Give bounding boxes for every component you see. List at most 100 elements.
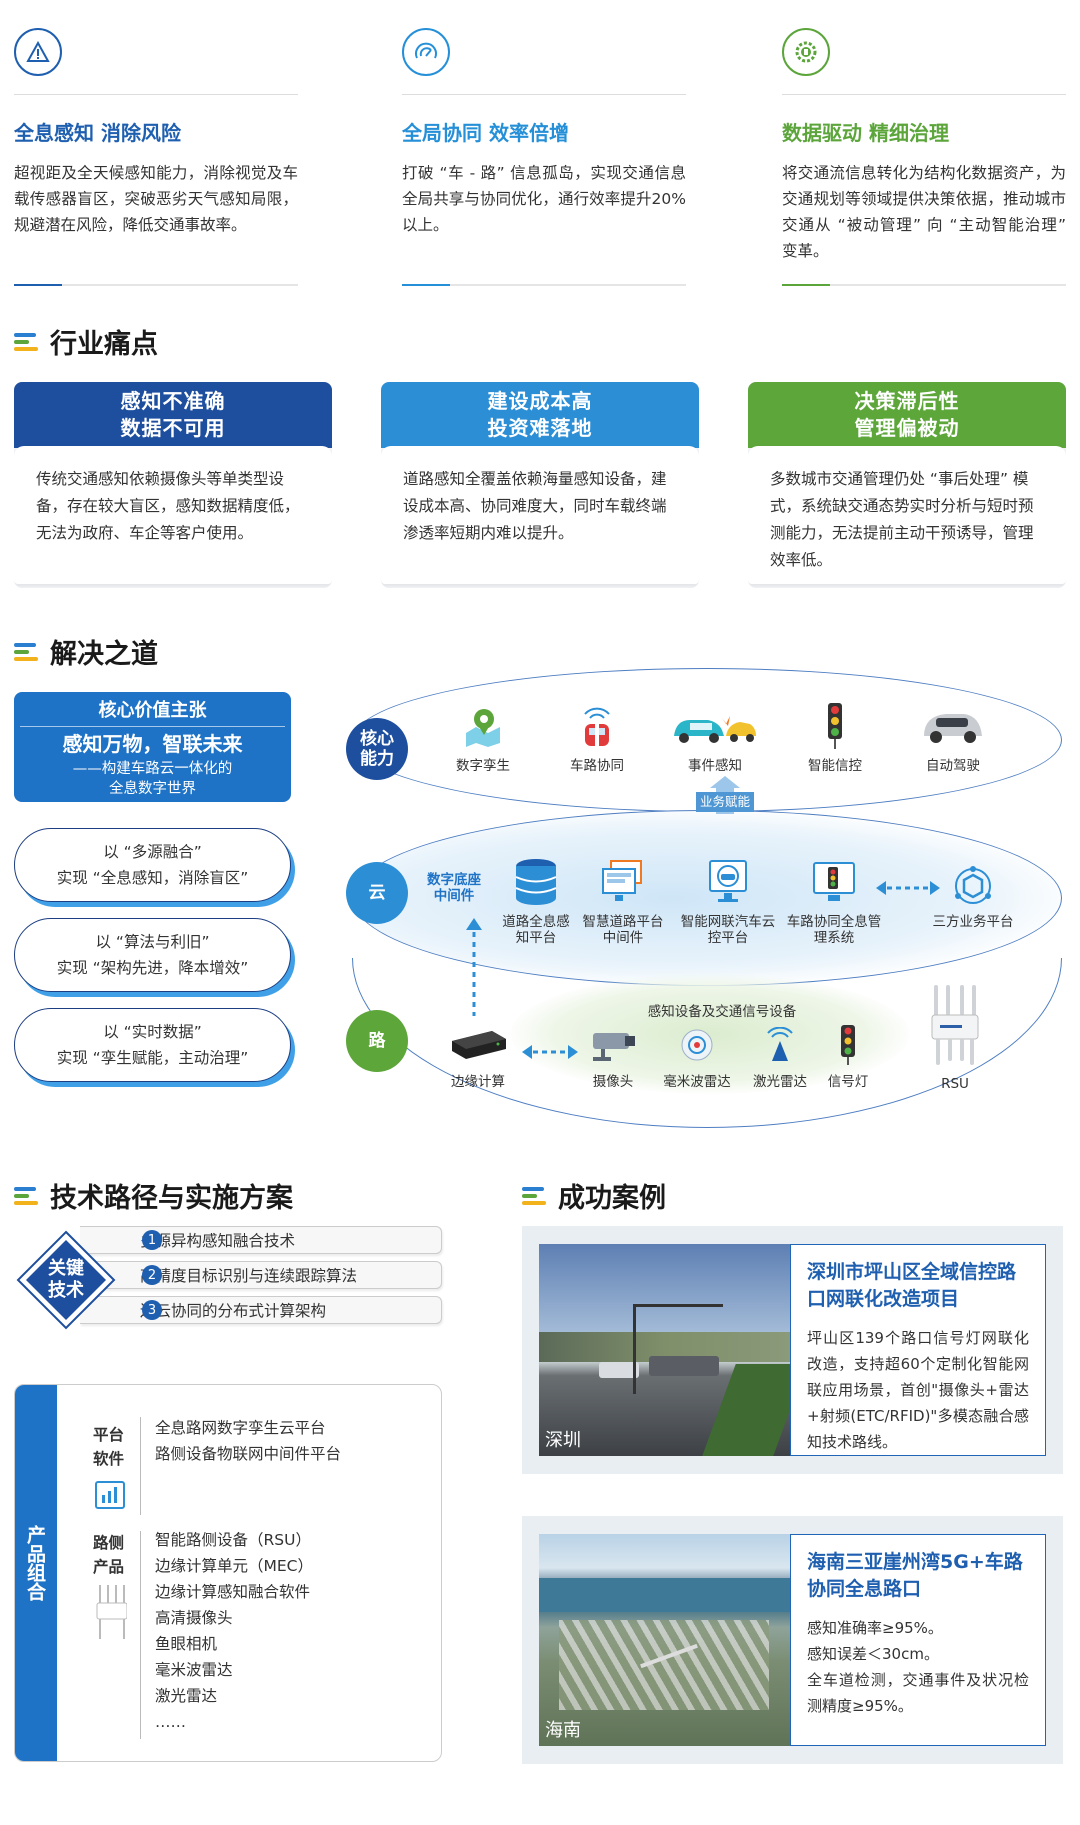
core-item-digital-twin: 数字孪生 xyxy=(448,700,518,774)
chart-icon xyxy=(95,1481,125,1509)
pain-title: 数据不可用 xyxy=(120,416,226,440)
core-circle: 核心能力 xyxy=(346,718,408,780)
case-location-label: 海南 xyxy=(545,1720,581,1741)
road-product-item: 边缘计算感知融合软件 xyxy=(155,1583,311,1601)
road-products-label: 路侧产品 xyxy=(93,1534,125,1576)
traffic-light-icon xyxy=(800,700,870,752)
map-pin-icon xyxy=(448,700,518,752)
road-product-item: 激光雷达 xyxy=(155,1687,218,1705)
road-item-traffic-light: 信号灯 xyxy=(818,1022,878,1090)
road-item-camera: 摄像头 xyxy=(580,1022,646,1090)
section-mark-icon xyxy=(522,1185,548,1207)
case-card: 海南 海南三亚崖州湾5G+车路协同全息路口 感知准确率≥95%。感知误差＜30c… xyxy=(522,1516,1063,1764)
case-body: 感知准确率≥95%。感知误差＜30cm。全车道检测，交通事件及状况检测精度≥95… xyxy=(807,1619,1029,1715)
cloud-ellipse xyxy=(352,810,1062,986)
case-info: 深圳市坪山区全域信控路口网联化改造项目 坪山区139个路口信号灯网联化改造，支持… xyxy=(790,1244,1046,1456)
rsu-small-icon xyxy=(95,1585,128,1645)
cloud-item-middleware: 智慧道路平台中间件 xyxy=(578,856,668,946)
feature-risk: 全息感知 消除风险 超视距及全天候感知能力，消除视觉及车载传感器盲区，突破恶劣天… xyxy=(14,28,298,286)
signal-monitor-icon xyxy=(784,856,884,908)
feature-body: 将交通流信息转化为结构化数据资产，为交通规划等领域提供决策依据，推动城市交通从 … xyxy=(782,164,1066,260)
case-photo-hainan: 海南 xyxy=(539,1534,790,1746)
product-side-label: 产品组合 xyxy=(24,1525,46,1601)
cloud-circle: 云 xyxy=(346,862,408,924)
pain-title: 建设成本高 xyxy=(487,389,593,413)
pill-item: 以 “算法与利旧”实现 “架构先进，降本增效” xyxy=(14,918,291,992)
empower-arrow: 业务赋能 xyxy=(680,776,770,814)
road-item-mmwave: 毫米波雷达 xyxy=(652,1022,742,1090)
section-title-pain: 行业痛点 xyxy=(14,322,158,361)
pain-card: 建设成本高投资难落地 道路感知全覆盖依赖海量感知设备，建设成本高、协同难度大，同… xyxy=(381,382,699,588)
value-sub: 全息数字世界 xyxy=(109,781,196,797)
feature-title: 数据驱动 精细治理 xyxy=(782,121,949,145)
feature-efficiency: 全局协同 效率倍增 打破 “车 - 路” 信息孤岛，实现交通信息全局共享与协同优… xyxy=(402,28,686,286)
pill-item: 以 “实时数据”实现 “孪生赋能，主动治理” xyxy=(14,1008,291,1082)
pain-title: 管理偏被动 xyxy=(854,416,960,440)
edge-box-icon xyxy=(438,1022,518,1068)
platform-item: 全息路网数字孪生云平台 xyxy=(155,1419,326,1437)
pain-body: 多数城市交通管理仍处 “事后处理” 模式，系统缺交通态势实时分析与短时预测能力，… xyxy=(748,446,1066,584)
car-screen-icon xyxy=(678,856,778,908)
road-item-lidar: 激光雷达 xyxy=(742,1022,818,1090)
speedometer-icon xyxy=(402,28,450,76)
camera-icon xyxy=(580,1022,646,1068)
value-main: 感知万物，智联未来 xyxy=(62,732,243,756)
monitor-icon xyxy=(578,856,668,908)
case-info: 海南三亚崖州湾5G+车路协同全息路口 感知准确率≥95%。感知误差＜30cm。全… xyxy=(790,1534,1046,1746)
autonomous-car-icon xyxy=(918,700,988,752)
case-photo-shenzhen: 深圳 xyxy=(539,1244,790,1456)
hexagon-network-icon xyxy=(928,864,1018,908)
horizontal-dash-arrow xyxy=(522,1044,578,1059)
value-head: 核心价值主张 xyxy=(98,700,207,721)
cloud-item-v2x-mgmt: 车路协同全息管理系统 xyxy=(784,856,884,946)
horizontal-dash-arrow xyxy=(876,880,940,895)
traffic-light-icon xyxy=(818,1022,878,1068)
case-location-label: 深圳 xyxy=(545,1430,581,1451)
pain-body: 道路感知全覆盖依赖海量感知设备，建设成本高、协同难度大，同时车载终端渗透率短期内… xyxy=(381,446,699,584)
empower-label: 业务赋能 xyxy=(699,794,750,809)
road-item-edge: 边缘计算 xyxy=(438,1022,518,1090)
road-product-item: 鱼眼相机 xyxy=(155,1635,218,1653)
pill-item: 以 “多源融合”实现 “全息感知，消除盲区” xyxy=(14,828,291,902)
cloud-item-cloud-control: 智能网联汽车云控平台 xyxy=(678,856,778,946)
core-item-signal: 智能信控 xyxy=(800,700,870,774)
platform-label: 平台软件 xyxy=(93,1426,125,1468)
data-gear-icon xyxy=(782,28,830,76)
pain-card: 感知不准确数据不可用 传统交通感知依赖摄像头等单类型设备，存在较大盲区，感知数据… xyxy=(14,382,332,588)
core-item-event: 事件感知 xyxy=(670,700,760,774)
section-mark-icon xyxy=(14,641,40,663)
product-panel: 产品组合 平台软件 全息路网数字孪生云平台 路侧设备物联网中间件平台 路侧产品 … xyxy=(14,1384,442,1762)
section-mark-icon xyxy=(14,331,40,353)
cloud-item-third-party: 三方业务平台 xyxy=(928,864,1018,930)
feature-title: 全局协同 效率倍增 xyxy=(402,121,569,145)
pain-title: 感知不准确 xyxy=(120,389,226,413)
road-product-item: 边缘计算单元（MEC） xyxy=(155,1557,313,1575)
pain-card: 决策滞后性管理偏被动 多数城市交通管理仍处 “事后处理” 模式，系统缺交通态势实… xyxy=(748,382,1066,588)
feature-title: 全息感知 消除风险 xyxy=(14,121,181,145)
cloud-middleware-label: 数字底座中间件 xyxy=(427,872,481,904)
case-body: 坪山区139个路口信号灯网联化改造，支持超60个定制化智能网联应用场景，首创"摄… xyxy=(807,1329,1029,1451)
core-item-autodrive: 自动驾驶 xyxy=(918,700,988,774)
rsu-device-icon xyxy=(910,984,1000,1070)
keytech-badge: 关键技术 xyxy=(14,1228,118,1332)
platform-item: 路侧设备物联网中间件平台 xyxy=(155,1445,342,1463)
case-title: 海南三亚崖州湾5G+车路协同全息路口 xyxy=(807,1551,1023,1600)
pain-body: 传统交通感知依赖摄像头等单类型设备，存在较大盲区，感知数据精度低，无法为政府、车… xyxy=(14,446,332,584)
section-mark-icon xyxy=(14,1185,40,1207)
road-caption: 感知设备及交通信号设备 xyxy=(647,1004,797,1020)
value-sub: ——构建车路云一体化的 xyxy=(72,761,233,777)
warning-icon xyxy=(14,28,62,76)
car-crash-icon xyxy=(670,700,760,752)
pain-title: 决策滞后性 xyxy=(854,389,960,413)
road-item-rsu: RSU xyxy=(910,984,1000,1092)
radar-icon xyxy=(652,1022,742,1068)
case-title: 深圳市坪山区全域信控路口网联化改造项目 xyxy=(807,1261,1017,1310)
road-product-item: 智能路侧设备（RSU） xyxy=(155,1531,311,1549)
feature-body: 打破 “车 - 路” 信息孤岛，实现交通信息全局共享与协同优化，通行效率提升20… xyxy=(402,164,686,234)
core-value-box: 核心价值主张 感知万物，智联未来 ——构建车路云一体化的 全息数字世界 xyxy=(14,692,291,802)
section-title-solution: 解决之道 xyxy=(14,632,158,671)
vertical-dash-arrow xyxy=(466,918,482,1018)
